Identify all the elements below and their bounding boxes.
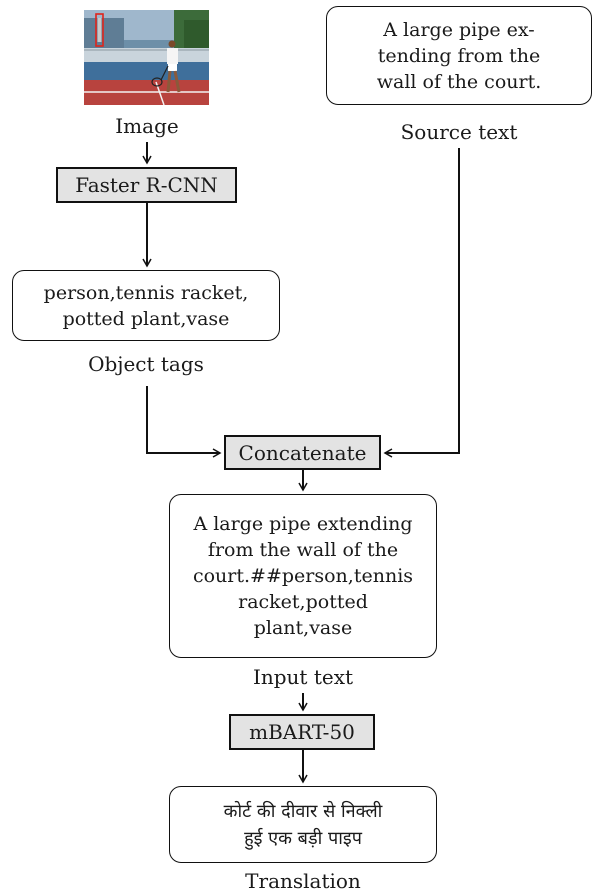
faster-rcnn-module: Faster R-CNN [56,167,237,203]
source-text-label: Source text [400,120,518,144]
image-label: Image [115,114,179,138]
mbart-module: mBART-50 [229,714,375,750]
object-tags-box: person,tennis racket, potted plant,vase [12,270,280,341]
tennis-player-photo-icon [84,10,209,105]
arrow-source-to-concat [383,148,460,458]
translation-box: कोर्ट की दीवार से निक्ली हुई एक बड़ी पाइ… [169,786,437,863]
concatenate-module: Concatenate [224,435,381,470]
translation-label: Translation [245,869,361,893]
input-image [84,10,209,105]
source-text-box: A large pipe ex- tending from the wall o… [326,6,592,105]
input-text-label: Input text [252,665,354,689]
arrow-tags-to-concat [146,386,222,458]
object-tags-label: Object tags [88,352,204,376]
input-text-box: A large pipe extending from the wall of … [169,494,437,658]
